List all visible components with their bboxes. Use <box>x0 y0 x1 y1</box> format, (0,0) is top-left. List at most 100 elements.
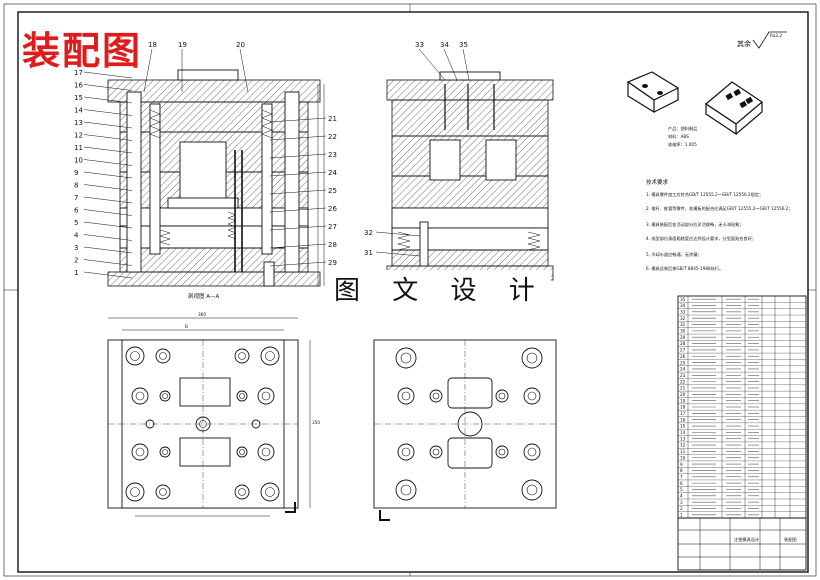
leader-line <box>83 134 133 141</box>
callout-11: 11 <box>74 144 83 152</box>
callout-26: 26 <box>328 205 337 213</box>
bom-row-number: 31 <box>680 322 686 327</box>
bom-row-number: 13 <box>680 436 686 441</box>
roughness-prefix: 其余 <box>737 39 751 48</box>
title-block-drawing: 装配图 <box>784 536 797 543</box>
leader-line <box>269 189 327 195</box>
leader-line <box>83 184 133 191</box>
leader-line <box>269 243 327 249</box>
right-section-view <box>386 71 554 281</box>
callout-22: 22 <box>328 133 337 141</box>
bom-row-number: 25 <box>680 360 686 365</box>
roughness-value: Ra3.2 <box>770 33 782 38</box>
leader-line <box>239 48 249 93</box>
bom-row-number: 12 <box>680 443 686 448</box>
bom-row-number: 15 <box>680 424 686 429</box>
hole-inner <box>401 447 411 457</box>
leader-line <box>143 48 153 93</box>
leader-line <box>83 196 133 204</box>
material-note-1: 产品：塑料制品 <box>668 125 697 132</box>
material-note-3: 收缩率：1.005 <box>668 141 697 148</box>
callout-17: 17 <box>74 69 83 77</box>
leader-line <box>269 117 327 123</box>
bom-row-number: 18 <box>680 405 686 410</box>
hole-inner <box>261 391 271 401</box>
hole-inner <box>265 351 275 361</box>
callout-4: 4 <box>74 232 79 240</box>
leader-line <box>83 121 133 129</box>
bom-row-number: 32 <box>680 316 686 321</box>
hole-inner <box>432 392 440 400</box>
hole-inner <box>432 448 440 456</box>
tech-requirements-title: 技术要求 <box>646 178 669 186</box>
callout-28: 28 <box>328 241 337 249</box>
callout-13: 13 <box>74 119 83 127</box>
callout-5: 5 <box>74 219 78 227</box>
leader-line <box>462 48 470 81</box>
callout-10: 10 <box>74 157 83 165</box>
leader-line <box>83 109 133 116</box>
bom-row-number: 7 <box>680 474 683 479</box>
hole-inner <box>527 391 537 401</box>
hole-inner <box>400 352 412 364</box>
leader-line <box>83 259 133 266</box>
leader-line <box>83 234 133 241</box>
leader-line <box>269 135 327 141</box>
callout-1: 1 <box>74 269 78 277</box>
callout-14: 14 <box>74 107 83 115</box>
leader-line <box>83 171 133 179</box>
tech-requirements: 技术要求 1. 模具零件加工应符合GB/T 12555.2～GB/T 12556… <box>646 178 793 272</box>
bom-row-number: 8 <box>680 468 683 473</box>
hole-inner <box>526 484 538 496</box>
dim-inner: B <box>185 324 188 329</box>
section-label-left: 剖视图 A—A <box>188 292 220 300</box>
tech-req-1: 1. 模具零件加工应符合GB/T 12555.2～GB/T 12556.2规定； <box>646 191 763 198</box>
material-notes: 产品：塑料制品 材料：ABS 收缩率：1.005 <box>668 125 697 148</box>
left-section-view: 剖视图 A—A <box>107 69 325 300</box>
bom-row-number: 3 <box>680 500 683 505</box>
leader-line <box>269 261 327 267</box>
leader-line <box>83 84 133 91</box>
plan-view-left: 360 B 350 <box>107 312 320 517</box>
inner-border <box>17 11 809 573</box>
leader-line <box>83 96 133 104</box>
callout-33: 33 <box>415 41 424 49</box>
hole-inner <box>498 448 506 456</box>
bom-row-number: 19 <box>680 398 686 403</box>
leader-line <box>83 159 133 166</box>
bom-row-number: 14 <box>680 430 686 435</box>
callout-21: 21 <box>328 115 337 123</box>
callout-24: 24 <box>328 169 337 177</box>
callout-6: 6 <box>74 207 79 215</box>
hole-inner <box>162 449 168 455</box>
callout-7: 7 <box>74 194 78 202</box>
hole-inner <box>130 351 140 361</box>
bom-row-number: 24 <box>680 367 686 372</box>
bom-row-number: 34 <box>680 303 686 308</box>
callout-31: 31 <box>364 249 373 257</box>
drawing-title: 装配图 <box>22 28 143 73</box>
leader-line <box>269 207 327 213</box>
hole-inner <box>239 393 245 399</box>
callout-19: 19 <box>178 41 187 49</box>
iso-part-2 <box>705 81 763 136</box>
tech-req-5: 5. 冷却水道应畅通，无渗漏； <box>646 251 702 258</box>
tech-req-3: 3. 模具装配后各活动部分应灵活顺畅，无卡滞现象； <box>646 221 743 228</box>
hole-inner <box>261 447 271 457</box>
callout-18: 18 <box>148 41 157 49</box>
bom-row-number: 26 <box>680 354 686 359</box>
hole-inner <box>526 352 538 364</box>
bom-row-number: 29 <box>680 335 686 340</box>
title-block-name: 注塑模具设计 <box>734 536 759 543</box>
bom-table: 3534333231302928272625242322212019181716… <box>677 295 807 519</box>
hole-inner <box>135 447 145 457</box>
callout-20: 20 <box>236 41 245 49</box>
callout-8: 8 <box>74 182 78 190</box>
hole-inner <box>239 449 245 455</box>
hole-inner <box>238 488 246 496</box>
leader-line <box>83 246 133 254</box>
